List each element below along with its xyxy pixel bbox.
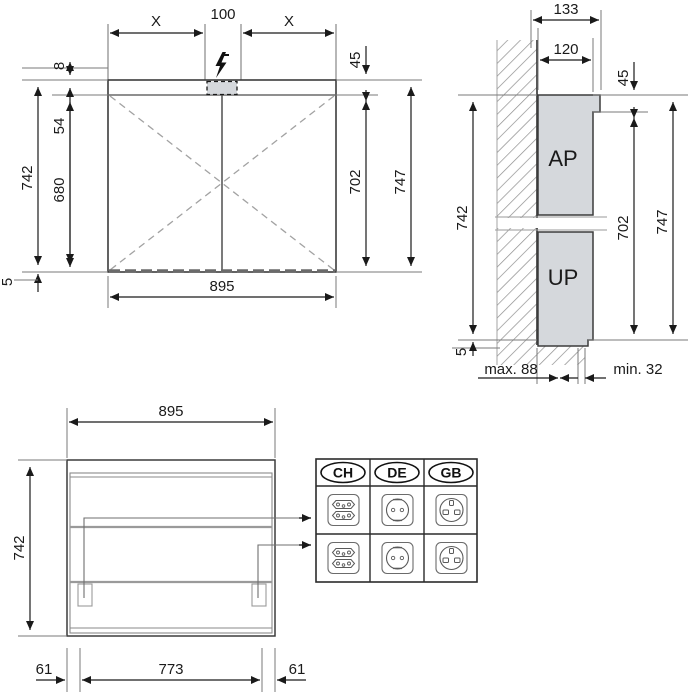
block-ap: AP — [537, 94, 601, 216]
electrical-connection-box — [206, 80, 238, 96]
section-left-dimension-chain: 742 5 — [452, 94, 537, 356]
block-up-label: UP — [548, 265, 579, 290]
front-right-dimension-chain: 45 702 747 — [336, 46, 422, 273]
socket-code-gb: GB — [441, 465, 462, 481]
dim-742-rear: 742 — [11, 535, 28, 560]
section-bottom-notes: max. 88 min. 32 — [478, 348, 663, 384]
rear-bottom-dimension-chain: 61 773 61 — [36, 648, 306, 692]
socket-box-left — [77, 583, 93, 607]
socket-header-gb: GB — [428, 461, 474, 484]
note-min-32: min. 32 — [613, 361, 662, 378]
dim-45-section: 45 — [615, 70, 632, 87]
dim-5-section: 5 — [453, 348, 470, 356]
block-up: UP — [537, 231, 594, 347]
cabinet-front-body — [107, 79, 337, 273]
dim-702-section: 702 — [615, 215, 632, 240]
section-top-dimensions: 133 120 — [530, 1, 602, 92]
socket-ch-icon — [327, 493, 360, 527]
dim-61-left: 61 — [36, 661, 53, 678]
dim-54: 54 — [51, 118, 68, 135]
dim-45-front: 45 — [347, 52, 364, 69]
rear-top-dimension: 895 — [66, 403, 276, 458]
socket-gb-icon — [435, 493, 468, 527]
dim-747-section: 747 — [654, 209, 671, 234]
dim-680: 680 — [51, 177, 68, 202]
front-elevation-group: X 100 X — [0, 6, 422, 308]
dim-120: 120 — [553, 41, 578, 58]
wall-hatch-upper — [497, 40, 537, 218]
side-section-group: AP UP 133 120 — [452, 1, 688, 384]
front-left-dimension-chain: 8 54 680 742 5 — [0, 62, 108, 292]
socket-gb-icon — [435, 541, 468, 575]
socket-de-icon — [381, 541, 414, 575]
front-bottom-dimension: 895 — [107, 276, 337, 308]
cabinet-rear-body — [66, 459, 311, 637]
dim-702-front: 702 — [347, 169, 364, 194]
dim-747-front: 747 — [392, 169, 409, 194]
lightning-bolt-icon — [215, 52, 229, 78]
socket-code-ch: CH — [333, 465, 353, 481]
dim-742-section: 742 — [454, 205, 471, 230]
dim-895-front: 895 — [209, 278, 234, 295]
socket-box-right — [251, 583, 267, 607]
dim-x-left: X — [151, 13, 161, 30]
dim-742-front: 742 — [19, 165, 36, 190]
section-right-dimension-chain: 45 702 747 — [588, 62, 688, 341]
dim-8: 8 — [51, 62, 68, 70]
dim-5-front: 5 — [0, 278, 16, 286]
dim-133: 133 — [553, 1, 578, 18]
socket-code-de: DE — [387, 465, 406, 481]
wall-hatch-lower — [497, 228, 537, 340]
dim-61-right: 61 — [289, 661, 306, 678]
socket-de-icon — [381, 493, 414, 527]
socket-header-de: DE — [374, 461, 420, 484]
rear-left-dimension: 742 — [11, 459, 67, 637]
socket-header-ch: CH — [320, 461, 366, 484]
dim-x-right: X — [284, 13, 294, 30]
block-ap-label: AP — [548, 146, 577, 171]
socket-variant-table: CH DE GB — [315, 458, 478, 583]
socket-ch-icon — [327, 541, 360, 575]
cabinet-rear-view-group: 895 — [11, 403, 311, 692]
note-max-88: max. 88 — [484, 361, 537, 378]
front-top-dimension-chain: X 100 X — [110, 6, 334, 37]
dim-100: 100 — [210, 6, 235, 23]
dim-895-rear: 895 — [158, 403, 183, 420]
dim-773: 773 — [158, 661, 183, 678]
